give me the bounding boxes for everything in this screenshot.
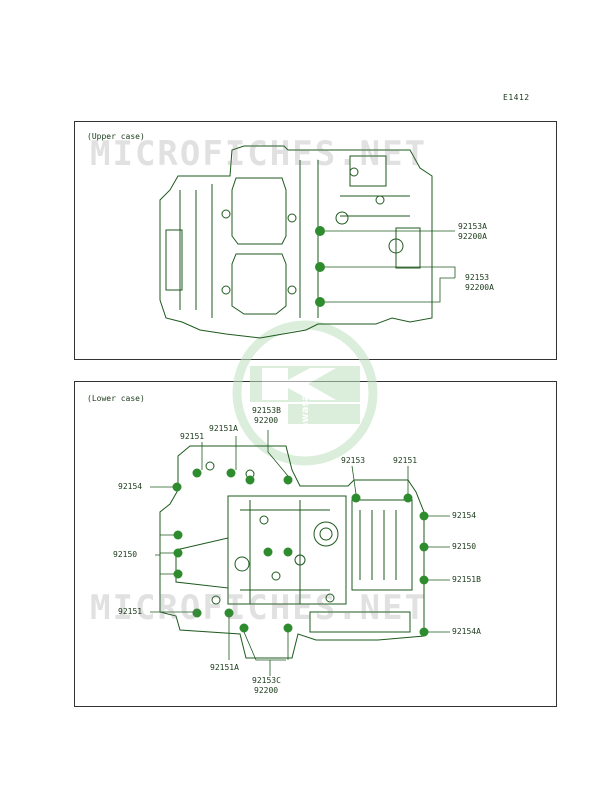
watermark-bottom: MICROFICHES.NET	[90, 588, 428, 628]
callout-92151-left-bottom: 92151	[118, 607, 143, 616]
lower-case-title: (Lower case)	[87, 394, 145, 403]
callout-92200-bottom: 92200	[254, 686, 279, 695]
page-code: E1412	[503, 93, 530, 102]
lower-leader-lines	[150, 430, 450, 676]
callout-92151a-bottom: 92151A	[210, 663, 239, 672]
upper-case-outline	[159, 145, 433, 339]
callout-92153: 92153	[465, 273, 490, 282]
upper-leader-lines	[325, 230, 456, 303]
callout-92200-top: 92200	[254, 416, 279, 425]
upper-bolt-markers	[315, 226, 325, 307]
callout-92154-right: 92154	[452, 511, 477, 520]
callout-92200a-mid: 92200A	[465, 283, 494, 292]
lower-bolt-markers	[172, 468, 429, 637]
kawasaki-logo-text: Kawasaki	[300, 383, 312, 438]
callout-92154a: 92154A	[452, 627, 481, 636]
callout-92151-right: 92151	[393, 456, 418, 465]
callout-92150-left: 92150	[113, 550, 138, 559]
upper-case-title: (Upper case)	[87, 132, 145, 141]
watermark-top: MICROFICHES.NET	[90, 134, 428, 174]
callout-92151b: 92151B	[452, 575, 481, 584]
callout-92151a-top: 92151A	[209, 424, 238, 433]
callout-92151-left-top: 92151	[180, 432, 205, 441]
callout-92153-lower: 92153	[341, 456, 366, 465]
callout-92154-left: 92154	[118, 482, 143, 491]
callout-92200a-top: 92200A	[458, 232, 487, 241]
lower-case-outline	[159, 445, 425, 659]
callout-92153b: 92153B	[252, 406, 281, 415]
callout-92153a: 92153A	[458, 222, 487, 231]
lower-case-panel: (Lower case)	[74, 381, 557, 707]
upper-case-panel: (Upper case)	[74, 121, 557, 360]
callout-92150-right: 92150	[452, 542, 477, 551]
callout-92153c: 92153C	[252, 676, 281, 685]
kawasaki-logo	[232, 320, 378, 466]
